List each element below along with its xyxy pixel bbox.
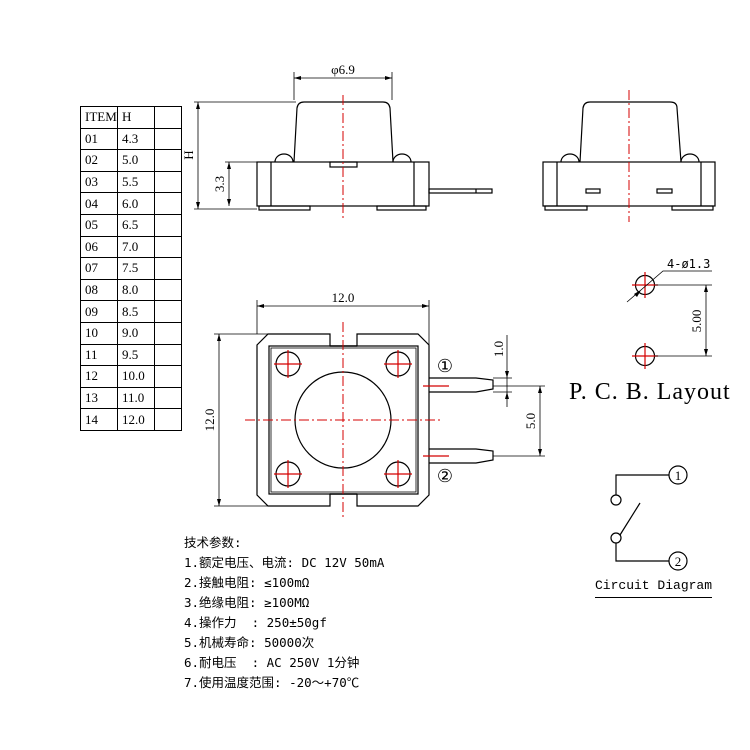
svg-text:1: 1 bbox=[675, 468, 682, 483]
h-cell: 4.3 bbox=[117, 127, 155, 151]
h-cell: 9.5 bbox=[117, 343, 155, 367]
empty-cell bbox=[154, 149, 182, 172]
top-view: 12.0 12.0 1.0 5.0 ① ② bbox=[202, 290, 545, 518]
spec-item: 6.耐电压 : AC 250V 1分钟 bbox=[184, 655, 360, 670]
lead-width-label: 1.0 bbox=[491, 341, 506, 357]
item-cell: 03 bbox=[80, 170, 118, 194]
h-cell: 9.0 bbox=[117, 321, 155, 345]
circuit-diagram: ① 1 2 bbox=[610, 465, 688, 571]
empty-cell bbox=[154, 170, 182, 194]
empty-cell bbox=[154, 408, 182, 431]
h-cell: 5.0 bbox=[117, 149, 155, 172]
pin1-label: ① bbox=[437, 356, 453, 377]
empty-cell bbox=[154, 127, 182, 151]
header-item: ITEM bbox=[80, 106, 118, 129]
cap-diameter-label: φ6.9 bbox=[331, 62, 355, 77]
item-cell: 01 bbox=[80, 127, 118, 151]
item-cell: 05 bbox=[80, 213, 118, 237]
width-label: 12.0 bbox=[332, 290, 355, 305]
body-height-label: 3.3 bbox=[212, 176, 227, 192]
pcb-layout-title: P. C. B. Layout bbox=[569, 379, 731, 405]
empty-cell bbox=[154, 213, 182, 237]
h-cell: 6.0 bbox=[117, 192, 155, 215]
empty-cell bbox=[154, 192, 182, 215]
item-cell: 04 bbox=[80, 192, 118, 215]
pin2-label: ② bbox=[437, 466, 453, 487]
circuit-diagram-title: Circuit Diagram bbox=[595, 578, 713, 598]
side-view: φ6.9 H 3.3 bbox=[181, 62, 493, 218]
spec-item: 1.额定电压、电流: DC 12V 50mA bbox=[184, 555, 385, 570]
spec-item: 7.使用温度范围: -20～+70℃ bbox=[184, 675, 360, 690]
item-cell: 14 bbox=[80, 408, 118, 431]
specs-title: 技术参数: bbox=[184, 535, 242, 550]
spec-item: 2.接触电阻: ≤100mΩ bbox=[184, 575, 310, 590]
height-label: H bbox=[181, 150, 196, 159]
end-view bbox=[542, 90, 716, 222]
item-cell: 02 bbox=[80, 149, 118, 172]
spec-item: 3.绝缘电阻: ≥100MΩ bbox=[184, 595, 310, 610]
h-cell: 10.0 bbox=[117, 365, 155, 388]
pcb-layout: 4-ø1.3 5.00 bbox=[626, 257, 712, 369]
lead-pitch-label: 5.0 bbox=[523, 413, 538, 429]
item-cell: 11 bbox=[80, 343, 118, 367]
item-cell: 09 bbox=[80, 300, 118, 323]
spec-item: 5.机械寿命: 50000次 bbox=[184, 635, 315, 650]
pcb-pitch-label: 5.00 bbox=[689, 310, 704, 333]
hole-label: 4-ø1.3 bbox=[667, 257, 710, 271]
spec-item: 4.操作力 : 250±50gf bbox=[184, 615, 327, 630]
svg-text:2: 2 bbox=[675, 554, 682, 569]
h-cell: 12.0 bbox=[117, 408, 155, 431]
height-dim-label: 12.0 bbox=[202, 409, 217, 432]
mount-holes bbox=[274, 350, 412, 488]
